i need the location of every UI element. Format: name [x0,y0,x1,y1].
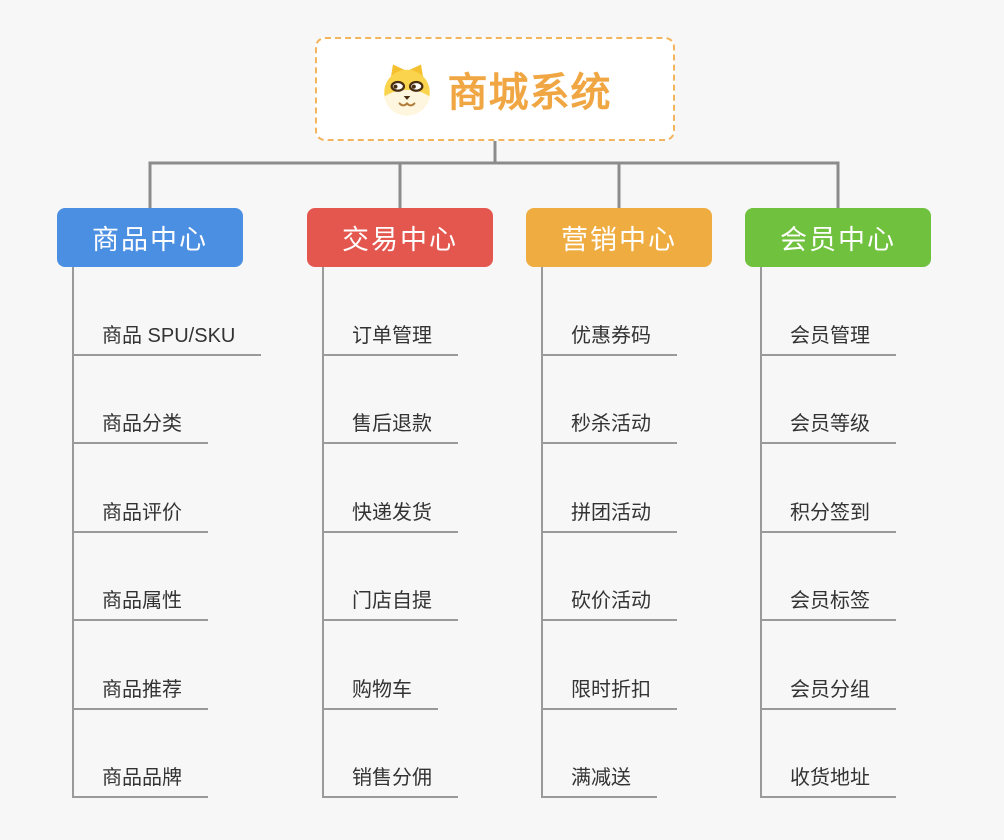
topic-node[interactable]: 门店自提 [324,533,567,621]
branch-items-marketing-center: 优惠券码秒杀活动拼团活动砍价活动限时折扣满减送 [541,267,786,798]
topic-label: 商品分类 [74,413,208,444]
topic-label: 商品评价 [74,502,208,533]
topic-node[interactable]: 砍价活动 [543,533,786,621]
topic-label: 优惠券码 [543,325,677,356]
root-node[interactable]: 商城系统 [315,37,675,141]
topic-node[interactable]: 拼团活动 [543,444,786,533]
topic-label: 满减送 [543,767,657,798]
topic-node[interactable]: 会员标签 [762,533,1004,621]
branch-node-product-center[interactable]: 商品中心 [57,208,243,267]
topic-node[interactable]: 限时折扣 [543,621,786,710]
topic-label: 订单管理 [324,325,458,356]
branch-label: 会员中心 [780,225,896,255]
topic-label: 商品 SPU/SKU [74,325,262,356]
branch-label: 商品中心 [92,225,208,255]
topic-label: 门店自提 [324,590,458,621]
topic-label: 限时折扣 [543,679,677,710]
topic-node[interactable]: 商品推荐 [74,621,317,710]
branch-items-trade-center: 订单管理售后退款快递发货门店自提购物车销售分佣 [322,267,567,798]
branch-node-member-center[interactable]: 会员中心 [745,208,931,267]
topic-label: 拼团活动 [543,502,677,533]
topic-label: 砍价活动 [543,590,677,621]
topic-node[interactable]: 秒杀活动 [543,356,786,444]
topic-label: 商品推荐 [74,679,208,710]
branch-marketing-center: 营销中心优惠券码秒杀活动拼团活动砍价活动限时折扣满减送 [526,208,786,798]
shiba-dog-icon [379,61,435,117]
branch-node-trade-center[interactable]: 交易中心 [307,208,493,267]
branch-items-product-center: 商品 SPU/SKU 商品分类商品评价商品属性商品推荐商品品牌 [72,267,317,798]
topic-node[interactable]: 销售分佣 [324,710,567,798]
topic-node[interactable]: 会员管理 [762,267,1004,356]
topic-label: 秒杀活动 [543,413,677,444]
topic-label: 收货地址 [762,767,896,798]
topic-node[interactable]: 商品属性 [74,533,317,621]
topic-node[interactable]: 收货地址 [762,710,1004,798]
topic-node[interactable]: 满减送 [543,710,786,798]
topic-label: 商品品牌 [74,767,208,798]
topic-label: 会员分组 [762,679,896,710]
topic-label: 会员等级 [762,413,896,444]
topic-node[interactable]: 商品 SPU/SKU [74,267,317,356]
branch-member-center: 会员中心会员管理会员等级积分签到会员标签会员分组收货地址 [745,208,1004,798]
topic-label: 商品属性 [74,590,208,621]
topic-node[interactable]: 快递发货 [324,444,567,533]
branch-product-center: 商品中心商品 SPU/SKU 商品分类商品评价商品属性商品推荐商品品牌 [57,208,317,798]
topic-node[interactable]: 积分签到 [762,444,1004,533]
topic-node[interactable]: 优惠券码 [543,267,786,356]
topic-label: 销售分佣 [324,767,458,798]
topic-node[interactable]: 购物车 [324,621,567,710]
topic-node[interactable]: 会员等级 [762,356,1004,444]
branch-trade-center: 交易中心订单管理售后退款快递发货门店自提购物车销售分佣 [307,208,567,798]
branch-items-member-center: 会员管理会员等级积分签到会员标签会员分组收货地址 [760,267,1004,798]
topic-label: 会员管理 [762,325,896,356]
topic-label: 会员标签 [762,590,896,621]
topic-label: 积分签到 [762,502,896,533]
topic-label: 快递发货 [324,502,458,533]
topic-node[interactable]: 商品评价 [74,444,317,533]
topic-label: 购物车 [324,679,438,710]
topic-label: 售后退款 [324,413,458,444]
topic-node[interactable]: 会员分组 [762,621,1004,710]
topic-node[interactable]: 售后退款 [324,356,567,444]
topic-node[interactable]: 订单管理 [324,267,567,356]
branch-node-marketing-center[interactable]: 营销中心 [526,208,712,267]
branch-label: 交易中心 [342,225,458,255]
branch-label: 营销中心 [561,225,677,255]
topic-node[interactable]: 商品分类 [74,356,317,444]
root-title: 商城系统 [447,71,612,115]
topic-node[interactable]: 商品品牌 [74,710,317,798]
